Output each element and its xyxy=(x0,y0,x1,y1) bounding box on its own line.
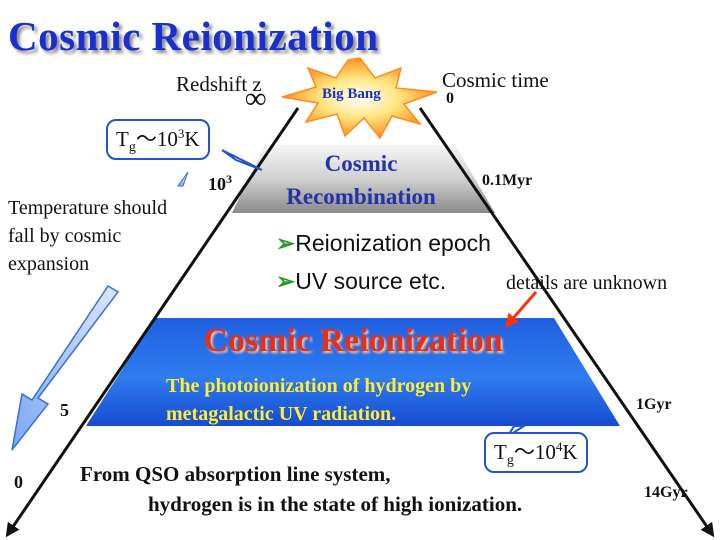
recombination-label: Cosmic Recombination xyxy=(232,147,490,213)
reionization-band xyxy=(86,318,620,426)
details-unknown-note: details are unknown xyxy=(506,272,668,294)
recombination-line-2: Recombination xyxy=(286,184,436,209)
redshift-axis-label: Redshift z xyxy=(176,72,262,96)
redshift-1000-label: 103 xyxy=(208,172,232,194)
reionization-band-description: The photoionization of hydrogen by metag… xyxy=(166,375,472,425)
temperature-note: Temperature should fall by cosmic expans… xyxy=(8,197,168,275)
redshift-5-label: 5 xyxy=(60,400,69,420)
cosmic-time-axis-label: Cosmic time xyxy=(442,68,549,92)
time-zero-label: 0 xyxy=(446,90,454,107)
recombination-band xyxy=(232,145,495,213)
cone-left-edge xyxy=(5,107,300,538)
recombination-line-1: Cosmic xyxy=(324,151,398,176)
bullet-arrow-icon: ➢ xyxy=(276,268,296,294)
time-01myr-label: 0.1Myr xyxy=(482,172,533,189)
redshift-infinity: ∞ xyxy=(245,82,267,115)
time-14gyr-label: 14Gyr xyxy=(644,484,688,501)
bullet-reionization-epoch: ➢Reionization epoch xyxy=(276,230,491,256)
time-1gyr-label: 1Gyr xyxy=(636,396,672,413)
page-title: Cosmic Reionization xyxy=(8,13,379,59)
temperature-fall-arrow xyxy=(11,284,120,451)
bullet-uv-source: ➢UV source etc. xyxy=(276,268,447,294)
callout-low-temperature: Tg～103K xyxy=(106,119,210,161)
redshift-0-label: 0 xyxy=(14,472,23,492)
qso-text-line-1: From QSO absorption line system, xyxy=(80,462,391,486)
big-bang-starburst xyxy=(281,57,438,140)
qso-text-line-2: hydrogen is in the state of high ionizat… xyxy=(148,492,523,516)
temperature-arrow-tip-top xyxy=(177,171,189,187)
bullet-arrow-icon: ➢ xyxy=(276,230,296,256)
callout-low-pointer xyxy=(221,149,263,171)
callout-high-temperature: Tg～104K xyxy=(484,432,588,474)
reionization-band-title: Cosmic Reionization xyxy=(203,322,503,359)
big-bang-label: Big Bang xyxy=(322,86,381,102)
details-pointer-arrow xyxy=(504,291,538,328)
cone-right-edge xyxy=(418,107,715,538)
